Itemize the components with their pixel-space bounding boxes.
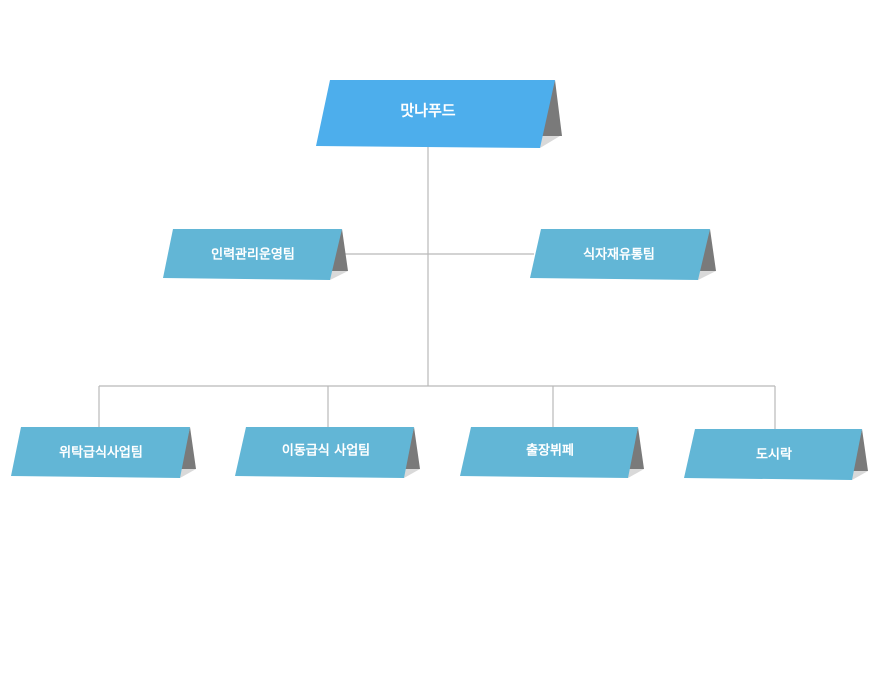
- node-level2-1-label: 인력관리운영팀: [211, 247, 295, 263]
- node-level3-4-fold-dark: [852, 429, 868, 471]
- node-level2-2-face: [530, 229, 710, 280]
- node-level3-1-face: [11, 427, 190, 478]
- node-level3-1-label: 위탁급식사업팀: [59, 445, 143, 461]
- node-level3-3: 출장뷔페: [460, 427, 644, 478]
- node-level2-2-label: 식자재유통팀: [583, 247, 655, 263]
- node-level3-2-face: [235, 427, 414, 478]
- node-level3-3-fold-light: [628, 469, 644, 478]
- node-level2-1-face: [163, 229, 342, 280]
- node-level3-4-face: [684, 429, 862, 480]
- node-level3-2-fold-light: [404, 469, 420, 478]
- node-level3-4-fold-light: [852, 471, 868, 480]
- node-level3-3-fold-dark: [628, 427, 644, 469]
- node-level3-1: 위탁급식사업팀: [11, 427, 196, 478]
- node-level3-2-fold-dark: [404, 427, 420, 469]
- node-level3-3-label: 출장뷔페: [526, 443, 574, 459]
- node-level3-2-label: 이동급식 사업팀: [282, 443, 370, 459]
- node-root: 맛나푸드: [316, 80, 562, 148]
- node-level2-1-fold-light: [330, 271, 348, 280]
- node-level2-2: 식자재유통팀: [530, 229, 716, 280]
- node-level2-1: 인력관리운영팀: [163, 229, 348, 280]
- node-level3-4: 도시락: [684, 429, 868, 480]
- node-level3-1-fold-dark: [180, 427, 196, 469]
- node-root-label: 맛나푸드: [400, 102, 455, 120]
- node-level3-2: 이동급식 사업팀: [235, 427, 420, 478]
- node-level3-1-fold-light: [180, 469, 196, 478]
- node-level3-3-face: [460, 427, 638, 478]
- node-root-fold-light: [540, 136, 560, 148]
- node-root-face: [316, 80, 555, 148]
- node-level2-2-fold-light: [698, 271, 716, 280]
- connectors: [98, 146, 776, 430]
- node-level3-4-label: 도시락: [756, 448, 792, 463]
